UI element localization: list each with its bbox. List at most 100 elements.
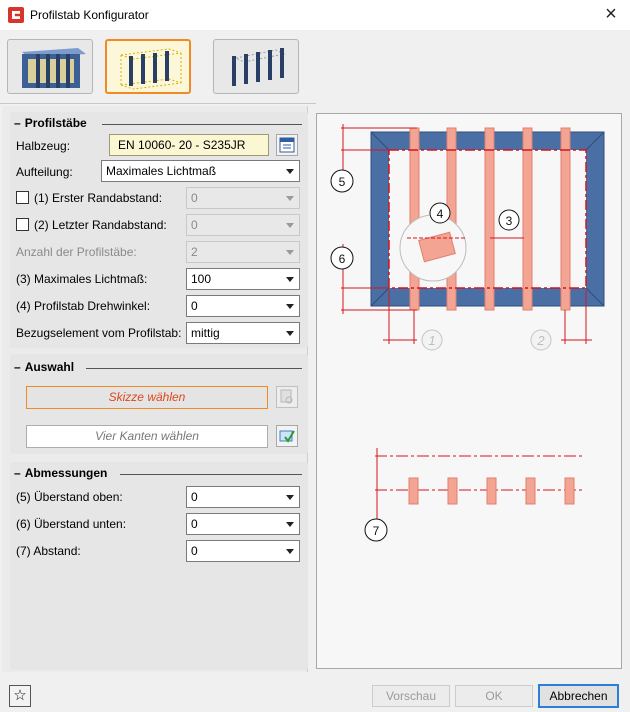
chevron-down-icon	[286, 495, 294, 500]
section-bar	[447, 477, 458, 505]
drehwinkel-value: 0	[191, 299, 198, 313]
grid-frame-mode-button[interactable]	[7, 39, 93, 94]
svg-text:4: 4	[437, 207, 444, 221]
bars-in-frame-mode-button[interactable]	[105, 39, 191, 94]
svg-text:3: 3	[506, 214, 513, 228]
grid-frame-mode-icon	[22, 48, 86, 88]
frame-miter	[370, 131, 390, 151]
vorschau-button[interactable]: Vorschau	[372, 685, 450, 707]
letzter-randabstand-select[interactable]: 0	[186, 214, 300, 236]
group-rule	[86, 368, 302, 369]
aufteilung-value: Maximales Lichtmaß	[106, 164, 217, 178]
marker-4: 4	[429, 202, 451, 224]
chevron-down-icon	[286, 250, 294, 255]
aufteilung-select[interactable]: Maximales Lichtmaß	[101, 160, 300, 182]
chevron-down-icon	[286, 331, 294, 336]
bezugselement-select[interactable]: mittig	[186, 322, 300, 344]
chevron-down-icon	[286, 277, 294, 282]
frame-miter	[585, 131, 605, 151]
ueberstand-oben-select[interactable]: 0	[186, 486, 300, 508]
toolbar-separator	[0, 103, 316, 104]
ok-button[interactable]: OK	[455, 685, 533, 707]
settings-panel: –Profilstäbe Halbzeug: EN 10060- 20 - S2…	[2, 106, 308, 672]
marker-1: 1	[421, 329, 443, 351]
profilstaebe-group: –Profilstäbe Halbzeug: EN 10060- 20 - S2…	[10, 112, 308, 348]
favorite-button[interactable]: ☆	[9, 685, 31, 707]
abstand-label: (7) Abstand:	[16, 544, 81, 558]
bar	[484, 127, 495, 311]
auswahl-group: –Auswahl Skizze wählen Vier Kanten wähle…	[10, 354, 308, 454]
window-title: Profilstab Konfigurator	[30, 8, 149, 22]
marker-7: 7	[364, 518, 388, 542]
inner-boundary	[388, 149, 587, 289]
marker-5: 5	[330, 169, 354, 193]
app-icon	[8, 7, 24, 23]
svg-text:7: 7	[373, 524, 380, 538]
ueberstand-oben-label: (5) Überstand oben:	[16, 490, 123, 504]
marker-2: 2	[530, 329, 552, 351]
chevron-down-icon	[286, 522, 294, 527]
chevron-down-icon	[286, 223, 294, 228]
chevron-down-icon	[286, 549, 294, 554]
abmessungen-header: –Abmessungen	[14, 466, 108, 480]
erster-randabstand-select[interactable]: 0	[186, 187, 300, 209]
ueberstand-oben-value: 0	[191, 490, 198, 504]
catalog-icon	[279, 137, 295, 153]
vier-kanten-waehlen-button[interactable]: Vier Kanten wählen	[26, 425, 268, 448]
letzter-randabstand-label: (2) Letzter Randabstand:	[34, 218, 167, 232]
section-bar	[525, 477, 536, 505]
abstand-value: 0	[191, 544, 198, 558]
drehwinkel-label: (4) Profilstab Drehwinkel:	[16, 299, 151, 313]
anzahl-label: Anzahl der Profilstäbe:	[16, 245, 137, 259]
halbzeug-browse-button[interactable]	[276, 134, 298, 156]
ueberstand-unten-value: 0	[191, 517, 198, 531]
group-rule	[102, 124, 302, 125]
skizze-pick-button[interactable]	[276, 386, 298, 408]
section-bar	[486, 477, 497, 505]
lichtmass-label: (3) Maximales Lichtmaß:	[16, 272, 148, 286]
auswahl-header: –Auswahl	[14, 360, 75, 374]
title-bar: Profilstab Konfigurator ×	[0, 0, 630, 30]
marker-6: 6	[330, 246, 354, 270]
halbzeug-field[interactable]: EN 10060- 20 - S235JR	[109, 134, 269, 156]
ueberstand-unten-select[interactable]: 0	[186, 513, 300, 535]
bezugselement-label: Bezugselement vom Profilstab:	[16, 326, 182, 340]
chevron-down-icon	[286, 196, 294, 201]
svg-text:2: 2	[536, 333, 545, 348]
preview-diagram: 1 2 3 4 5 6 7	[330, 124, 605, 542]
close-button[interactable]: ×	[605, 3, 617, 25]
section-bar	[408, 477, 419, 505]
star-icon: ☆	[13, 687, 27, 704]
chevron-down-icon	[286, 169, 294, 174]
preview-panel: 1 2 3 4 5 6 7	[316, 113, 622, 669]
aufteilung-label: Aufteilung:	[16, 165, 73, 179]
halbzeug-label: Halbzeug:	[16, 139, 71, 153]
svg-text:1: 1	[428, 333, 435, 348]
erster-randabstand-label: (1) Erster Randabstand:	[34, 191, 163, 205]
bar	[522, 127, 533, 311]
anzahl-select[interactable]: 2	[186, 241, 300, 263]
bars-only-mode-button[interactable]	[213, 39, 299, 94]
svg-text:5: 5	[339, 175, 346, 189]
erster-randabstand-checkbox[interactable]	[16, 191, 29, 204]
frame-miter	[370, 287, 390, 307]
frame-miter	[585, 287, 605, 307]
abstand-select[interactable]: 0	[186, 540, 300, 562]
abmessungen-group: –Abmessungen (5) Überstand oben: 0 (6) Ü…	[10, 462, 308, 670]
drehwinkel-select[interactable]: 0	[186, 295, 300, 317]
bars-only-mode-icon	[232, 48, 286, 86]
bezugselement-value: mittig	[191, 326, 220, 340]
ueberstand-unten-label: (6) Überstand unten:	[16, 517, 127, 531]
marker-3: 3	[498, 209, 520, 231]
pick-edges-icon	[279, 430, 295, 443]
letzter-randabstand-checkbox[interactable]	[16, 218, 29, 231]
skizze-waehlen-button[interactable]: Skizze wählen	[26, 386, 268, 409]
chevron-down-icon	[286, 304, 294, 309]
anzahl-value: 2	[191, 245, 198, 259]
lichtmass-select[interactable]: 100	[186, 268, 300, 290]
rotated-bar	[418, 231, 456, 263]
lichtmass-value: 100	[191, 272, 212, 286]
kanten-pick-button[interactable]	[276, 425, 298, 447]
abbrechen-button[interactable]: Abbrechen	[538, 684, 619, 708]
svg-text:6: 6	[339, 252, 346, 266]
